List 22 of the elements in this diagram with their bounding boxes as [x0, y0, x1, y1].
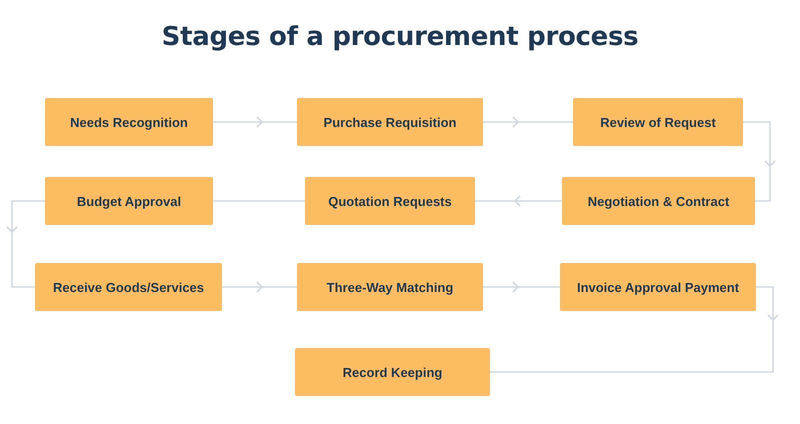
diagram-title: Stages of a procurement process — [160, 22, 640, 52]
process-label: Record Keeping — [342, 364, 442, 380]
process-box — [560, 263, 756, 311]
process-box — [297, 263, 483, 311]
process-label: Negotiation & Contract — [588, 194, 730, 208]
process-label: Budget Approval — [76, 194, 182, 208]
process-label: Needs Recognition — [70, 114, 188, 130]
process-label: Invoice Approval Payment — [576, 280, 740, 294]
process-box — [305, 177, 475, 225]
process-box — [295, 348, 490, 396]
process-box — [35, 263, 222, 311]
connector-line — [213, 200, 305, 202]
process-label: Three-Way Matching — [326, 280, 454, 294]
process-label: Quotation Requests — [328, 194, 452, 208]
process-label: Review of Request — [600, 114, 716, 130]
process-box — [45, 98, 213, 146]
process-box — [45, 177, 213, 225]
process-label: Purchase Requisition — [324, 114, 456, 130]
process-box — [562, 177, 755, 225]
process-label: Receive Goods/Services — [52, 280, 204, 294]
process-box — [573, 98, 743, 146]
process-box — [297, 98, 483, 146]
